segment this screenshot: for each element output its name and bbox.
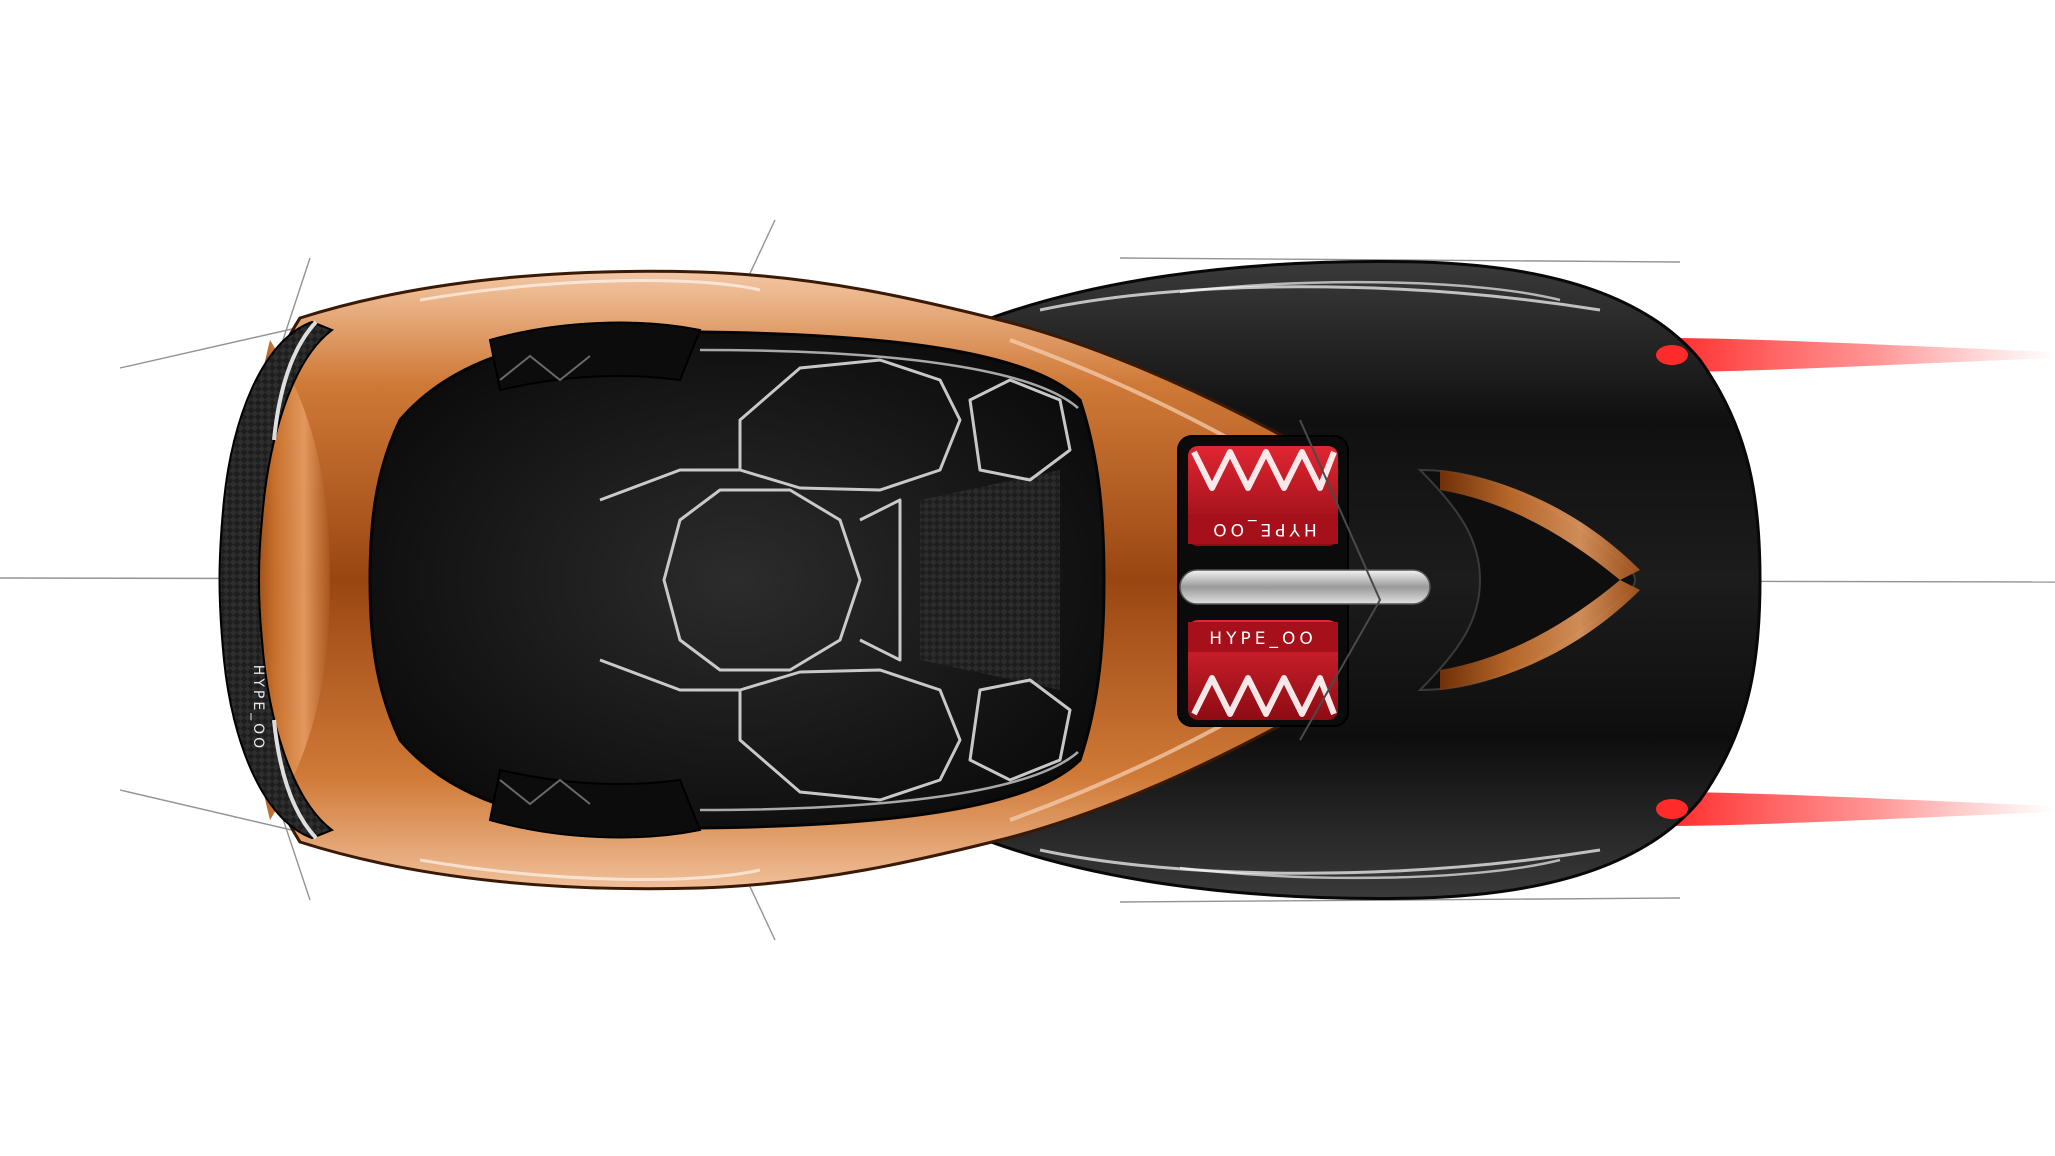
tail-light-glow	[1660, 338, 2055, 826]
engine-top-label: HYPE_OO	[1209, 519, 1316, 539]
nose-badge: HYPE_OO	[250, 665, 266, 751]
intake-pipe	[1179, 569, 1431, 605]
rear-spine	[1299, 419, 1640, 741]
front-nose	[218, 320, 335, 840]
nose-badge-text: HYPE_OO	[250, 665, 266, 751]
engine-bottom-label: HYPE_OO	[1209, 629, 1316, 649]
side-intakes	[488, 321, 702, 839]
engine-bay: HYPE_OO HYPE_OO	[1177, 435, 1431, 727]
tail-lights	[1656, 345, 1688, 819]
seats	[599, 358, 1072, 802]
cockpit	[368, 330, 1106, 830]
